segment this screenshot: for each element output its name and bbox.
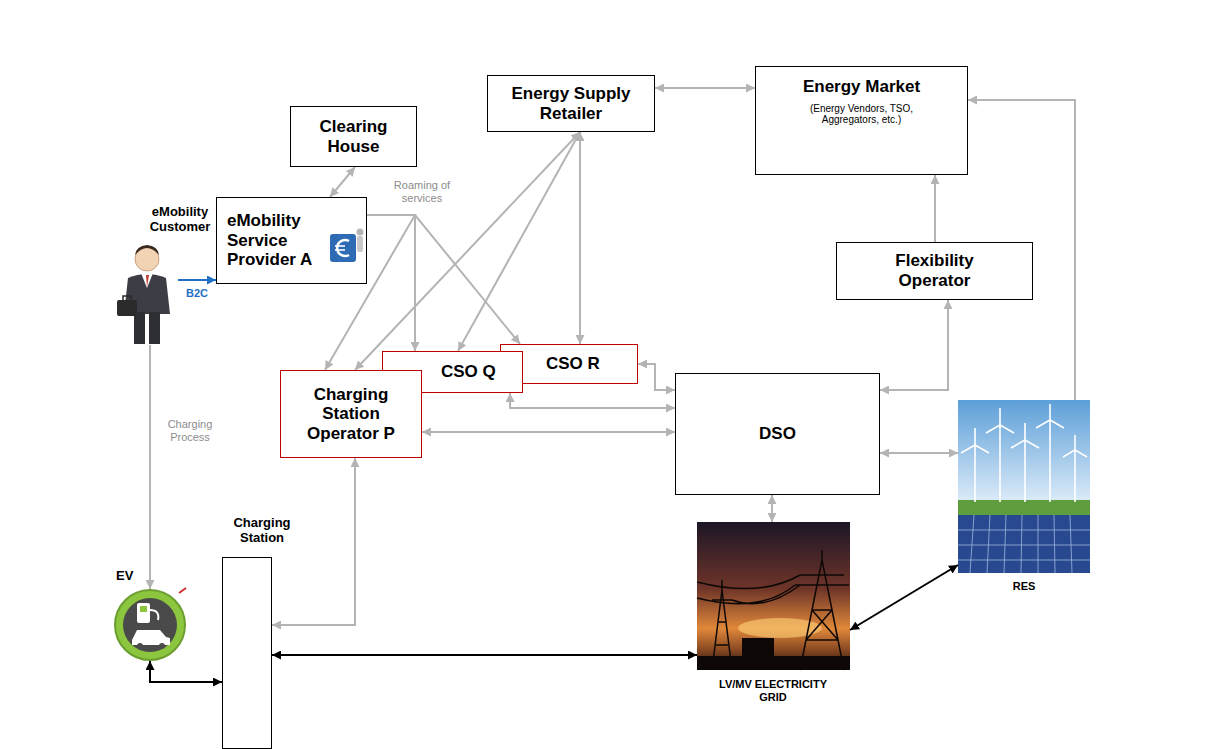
station-operator-box: Charging Station Operator P	[280, 370, 422, 458]
connector-arrow	[458, 132, 580, 351]
node-title: Charging Station	[222, 516, 302, 546]
res-picture	[958, 400, 1090, 573]
customer-figure	[117, 245, 170, 344]
res-node: RES	[958, 400, 1090, 573]
service-provider-box: eMobility Service Provider A	[216, 197, 367, 284]
energy-market-box: Energy Market (Energy Vendors, TSO, Aggre…	[755, 66, 968, 175]
node-title: CSO R	[546, 354, 600, 374]
connector-arrow	[655, 87, 755, 89]
connector-arrow	[422, 431, 675, 433]
outside-label-holder: EV	[116, 569, 146, 584]
ev-icon	[115, 588, 186, 660]
edge-label: B2C	[184, 287, 210, 300]
node-title: eMobility Customer	[145, 205, 215, 235]
node-title: LV/MV ELECTRICITY GRID	[717, 678, 829, 703]
node-title: CSO Q	[441, 362, 496, 382]
outside-label-holder: LV/MV ELECTRICITY GRID	[717, 678, 829, 703]
node-title: EV	[116, 569, 146, 584]
ev-node: EV	[114, 589, 186, 661]
connector-arrow	[178, 279, 216, 281]
node-title: Clearing House	[299, 117, 409, 156]
connector-arrow	[325, 215, 415, 370]
node-title: eMobility Service Provider A	[227, 211, 337, 270]
connector-arrow	[638, 364, 675, 390]
connector-arrow	[330, 167, 355, 197]
connector-arrow	[880, 300, 948, 390]
node-title: Energy Market	[803, 77, 920, 97]
connector-arrow	[579, 132, 581, 344]
connector-arrow	[771, 495, 773, 522]
flexibility-operator-box: Flexibility Operator	[836, 242, 1033, 300]
connector-arrow	[510, 393, 675, 408]
node-title: Flexibility Operator	[870, 251, 1000, 290]
euro-icon	[330, 229, 364, 263]
outside-label-holder: Charging Station	[222, 516, 302, 546]
connector-arrow	[272, 654, 697, 656]
connector-arrow	[355, 132, 580, 370]
connector-arrow	[880, 452, 958, 454]
roaming-label: Roaming of services	[382, 179, 462, 204]
node-title: Charging Station Operator P	[289, 385, 414, 444]
connector-arrow	[149, 345, 151, 589]
connector-arrow	[150, 661, 222, 682]
connector-arrow	[934, 175, 936, 242]
grid-node: LV/MV ELECTRICITY GRID	[697, 522, 850, 670]
edge-label-holder: Charging Process	[158, 418, 222, 443]
node-subtitle: (Energy Vendors, TSO, Aggregators, etc.)	[787, 103, 937, 126]
connector-arrow	[272, 458, 355, 625]
node-title: DSO	[759, 424, 796, 444]
connector-arrow	[850, 565, 958, 630]
dso-box: DSO	[675, 373, 880, 495]
free-label-holder: Roaming of services	[382, 179, 462, 204]
charging-station-box: Charging Station	[222, 557, 272, 749]
clearing-house-box: Clearing House	[290, 106, 417, 167]
edge-label: Charging Process	[158, 418, 222, 443]
edge-label-holder: B2C	[177, 287, 217, 300]
node-title: RES	[958, 580, 1090, 593]
outside-label-holder: RES	[958, 580, 1090, 593]
node-title: Energy Supply Retailer	[496, 84, 646, 123]
grid-picture	[697, 522, 850, 670]
customer-node: eMobility Customer	[115, 245, 178, 345]
outside-label-holder: eMobility Customer	[145, 205, 215, 235]
retailer-box: Energy Supply Retailer	[487, 75, 655, 132]
